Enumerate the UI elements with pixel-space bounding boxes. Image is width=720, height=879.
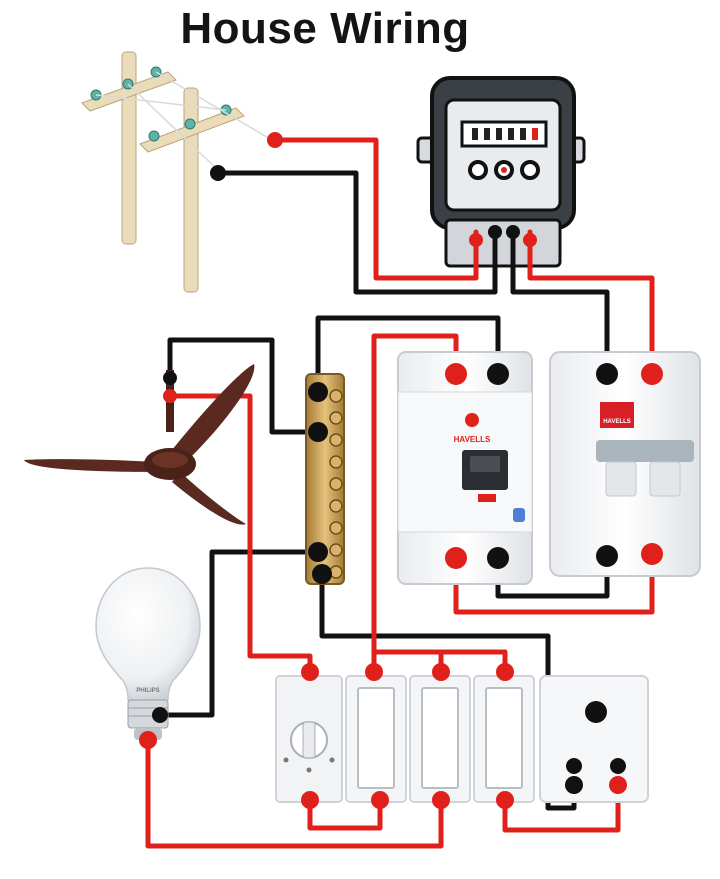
bulb-brand: PHILIPS	[136, 688, 159, 694]
neutral-terminals	[152, 165, 618, 794]
energy-meter	[416, 76, 586, 268]
live-terminals	[139, 132, 663, 809]
fan-regulator	[275, 675, 343, 803]
switch-2	[409, 675, 471, 803]
rccb: HAVELLS	[397, 351, 533, 585]
utility-poles	[81, 51, 273, 293]
mcb: HAVELLS	[549, 351, 701, 577]
switch-3	[473, 675, 535, 803]
switchboard	[275, 675, 649, 803]
rccb-brand: HAVELLS	[454, 435, 491, 444]
socket	[539, 675, 649, 803]
switch-1	[345, 675, 407, 803]
diagram-title: House Wiring	[180, 4, 470, 53]
mcb-brand: HAVELLS	[603, 419, 631, 425]
ceiling-fan	[24, 364, 255, 525]
